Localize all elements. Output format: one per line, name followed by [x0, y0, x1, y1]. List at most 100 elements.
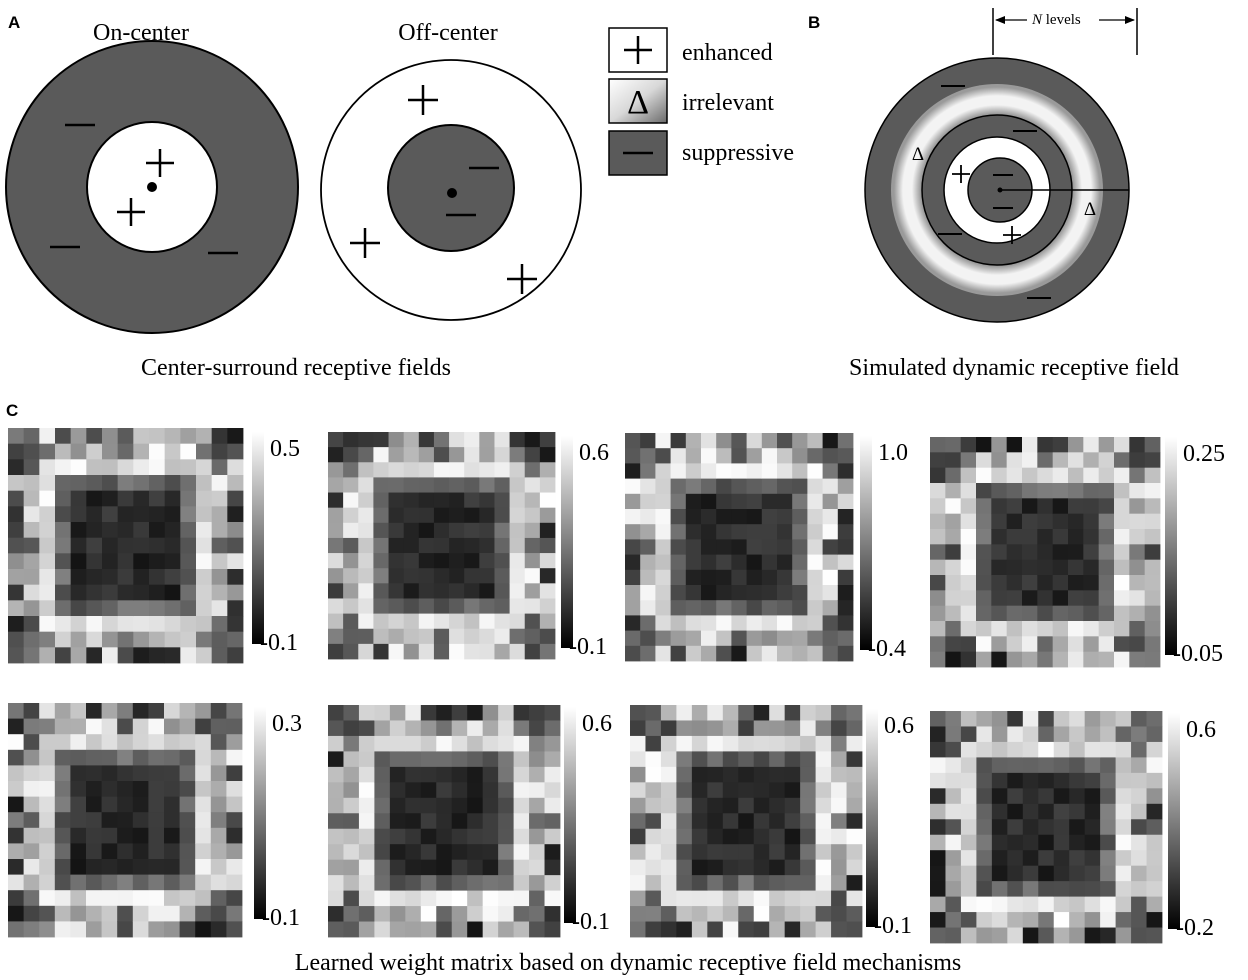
matrix-cell — [945, 865, 962, 882]
matrix-cell — [991, 513, 1008, 530]
matrix-cell — [210, 843, 227, 860]
matrix-cell — [1129, 575, 1146, 591]
matrix-cell — [831, 797, 847, 814]
matrix-cell — [1115, 834, 1132, 851]
matrix-cell — [1114, 529, 1130, 545]
matrix-cell — [179, 718, 196, 735]
matrix-cell — [676, 844, 693, 861]
panel-a-caption: Center-surround receptive fields — [141, 355, 451, 381]
matrix-cell — [1083, 575, 1100, 591]
matrix-cell — [117, 890, 134, 907]
matrix-cell — [498, 705, 514, 721]
matrix-cell — [991, 896, 1008, 913]
matrix-cell — [746, 615, 763, 631]
matrix-cell — [102, 459, 119, 476]
delta-icon: Δ — [912, 144, 924, 165]
matrix-cell — [101, 718, 118, 735]
matrix-cell — [1069, 741, 1086, 758]
matrix-cell — [8, 475, 25, 492]
matrix-cell — [831, 859, 847, 876]
matrix-cell — [86, 718, 102, 735]
matrix-cell — [846, 705, 863, 721]
matrix-cell — [55, 600, 72, 617]
matrix-cell — [630, 766, 646, 783]
colorbar-4 — [1165, 437, 1177, 655]
matrix-cell — [539, 447, 556, 463]
matrix-cell — [373, 583, 389, 599]
matrix-cell — [544, 705, 561, 721]
matrix-cell — [822, 585, 839, 601]
matrix-cell — [464, 613, 480, 630]
matrix-cell — [195, 921, 212, 938]
matrix-cell — [210, 827, 227, 844]
matrix-cell — [544, 828, 561, 845]
matrix-cell — [102, 475, 119, 492]
matrix-cell — [8, 827, 24, 844]
matrix-cell — [55, 584, 72, 601]
matrix-cell — [227, 459, 244, 476]
matrix-cell — [991, 452, 1008, 469]
matrix-cell — [226, 734, 243, 751]
matrix-cell — [498, 921, 514, 938]
matrix-cell — [1052, 498, 1069, 515]
matrix-cell — [54, 874, 71, 891]
matrix-cell — [227, 506, 244, 523]
matrix-cell — [685, 569, 702, 586]
matrix-cell — [70, 647, 87, 664]
matrix-cell — [1052, 590, 1069, 607]
plus-icon — [146, 149, 174, 177]
matrix-cell — [1129, 437, 1146, 453]
matrix-cell — [436, 906, 453, 922]
matrix-cell — [685, 615, 702, 631]
matrix-cell — [707, 921, 724, 938]
matrix-cell — [132, 890, 149, 907]
matrix-cell — [101, 827, 118, 844]
matrix-cell — [451, 797, 468, 814]
matrix-cell — [753, 921, 770, 938]
matrix-cell — [640, 615, 656, 631]
matrix-cell — [524, 583, 541, 599]
matrix-cell — [991, 788, 1008, 805]
matrix-cell — [86, 796, 102, 813]
matrix-cell — [164, 718, 180, 735]
matrix-cell — [976, 513, 992, 530]
matrix-cell — [831, 875, 847, 891]
matrix-cell — [328, 906, 344, 922]
matrix-cell — [196, 584, 213, 601]
matrix-cell — [226, 921, 243, 938]
matrix-cell — [722, 921, 739, 938]
matrix-cell — [39, 827, 56, 844]
matrix-cell — [645, 782, 662, 799]
matrix-cell — [815, 828, 832, 845]
matrix-cell — [70, 459, 87, 476]
matrix-cell — [707, 735, 724, 752]
matrix-cell — [822, 554, 839, 571]
matrix-cell — [685, 645, 702, 662]
matrix-cell — [837, 448, 854, 464]
matrix-cell — [660, 782, 677, 799]
matrix-cell — [960, 803, 977, 820]
matrix-cell — [691, 875, 708, 891]
matrix-cell — [707, 766, 724, 783]
matrix-cell — [731, 524, 747, 540]
matrix-cell — [449, 613, 465, 630]
matrix-cell — [660, 890, 677, 907]
matrix-cell — [117, 749, 134, 766]
matrix-cell — [8, 703, 24, 719]
matrix-cell — [210, 749, 227, 766]
matrix-cell — [630, 890, 646, 907]
matrix-cell — [54, 749, 71, 766]
matrix-cell — [753, 705, 770, 721]
matrix-cell — [482, 735, 499, 752]
matrix-cell — [1052, 651, 1069, 668]
matrix-cell — [1146, 726, 1163, 743]
matrix-cell — [544, 766, 561, 783]
matrix-cell — [524, 492, 541, 509]
matrix-cell — [655, 509, 671, 525]
matrix-cell — [117, 647, 134, 664]
matrix-cell — [451, 813, 468, 830]
matrix-cell — [358, 628, 374, 645]
matrix-cell — [837, 539, 854, 555]
matrix-cell — [117, 781, 134, 797]
matrix-cell — [777, 463, 793, 479]
